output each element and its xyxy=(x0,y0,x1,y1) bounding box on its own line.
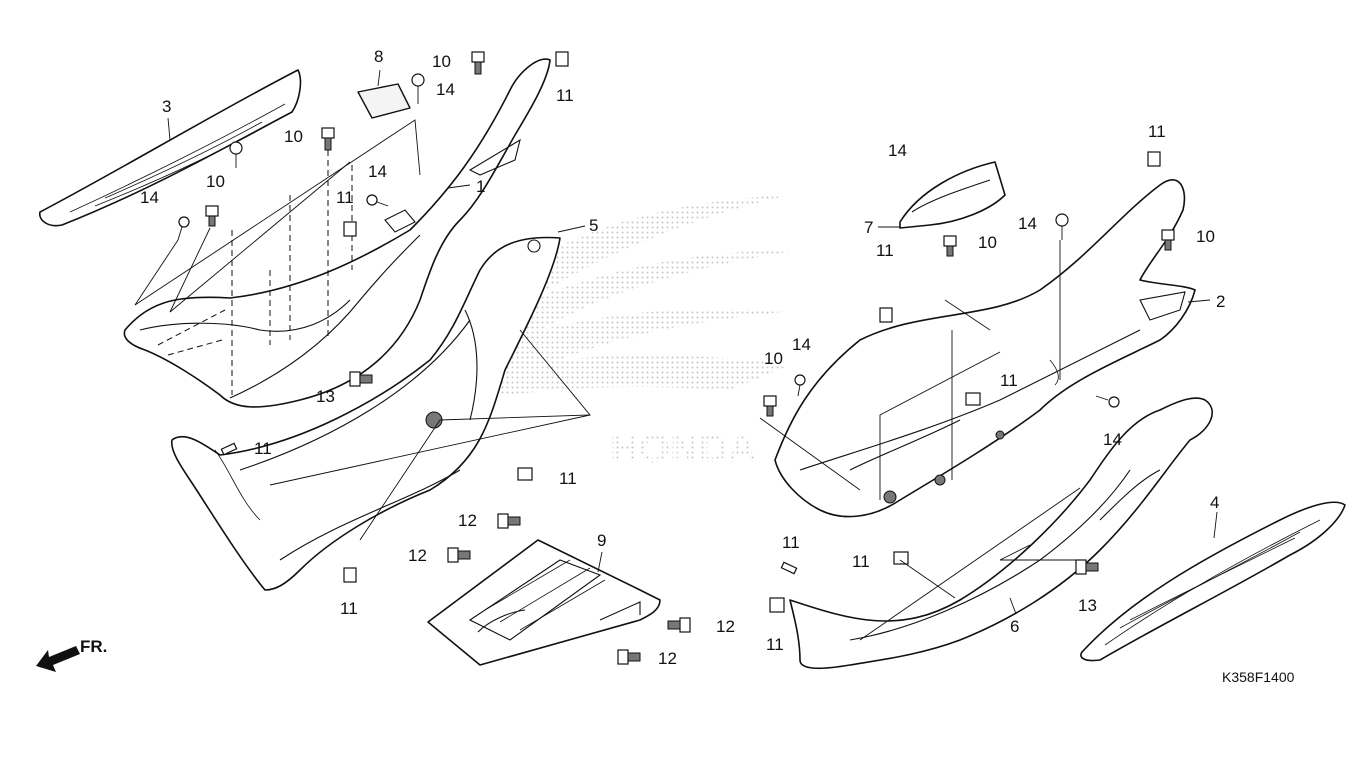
clip-11-g xyxy=(879,307,893,323)
callout-10: 10 xyxy=(764,349,783,368)
callout-11: 11 xyxy=(340,599,358,618)
callout-11: 11 xyxy=(1000,371,1018,390)
callout-leaders xyxy=(167,69,1218,615)
bolt-13-a xyxy=(349,371,373,387)
bolt-12-d xyxy=(617,649,641,665)
bolt-12-a xyxy=(497,513,521,529)
callout-7: 7 xyxy=(864,218,873,237)
bolt-10-f xyxy=(763,395,777,417)
clip-11-f xyxy=(1147,151,1161,167)
hardware xyxy=(177,51,1175,665)
clip-11-i xyxy=(893,551,909,565)
callout-2: 2 xyxy=(1216,292,1225,311)
callout-10: 10 xyxy=(206,172,225,191)
callout-13: 13 xyxy=(1078,596,1097,615)
clip-11-e xyxy=(343,567,357,583)
clip-11-b xyxy=(343,221,357,237)
callout-11: 11 xyxy=(254,439,272,458)
bolt-13-b xyxy=(1075,559,1099,575)
callout-4: 4 xyxy=(1210,493,1219,512)
callout-14: 14 xyxy=(1103,430,1122,449)
callout-11: 11 xyxy=(876,241,894,260)
callouts: 1 2 3 4 5 6 7 8 9 10 10 10 10 10 10 11 1… xyxy=(140,47,1225,668)
callout-11: 11 xyxy=(336,188,354,207)
honda-watermark-text: HONDA xyxy=(610,427,757,471)
diagram-code: K358F1400 xyxy=(1222,669,1295,685)
callout-12: 12 xyxy=(458,511,477,530)
callout-10: 10 xyxy=(432,52,451,71)
callout-14: 14 xyxy=(436,80,455,99)
bolt-10-a xyxy=(471,51,485,75)
screw-14-e xyxy=(1055,213,1069,240)
callout-1: 1 xyxy=(476,177,485,196)
clip-11-j xyxy=(780,561,798,575)
callout-14: 14 xyxy=(368,162,387,181)
callout-14: 14 xyxy=(792,335,811,354)
front-direction-arrow: FR. xyxy=(36,637,107,672)
callout-12: 12 xyxy=(716,617,735,636)
callout-11: 11 xyxy=(1148,122,1166,141)
callout-14: 14 xyxy=(140,188,159,207)
direction-label: FR. xyxy=(80,637,107,656)
screw-14-g xyxy=(1095,395,1120,408)
clip-11-a xyxy=(555,51,569,67)
bolt-10-e xyxy=(1161,229,1175,251)
callout-12: 12 xyxy=(658,649,677,668)
callout-5: 5 xyxy=(589,216,598,235)
screw-14-a xyxy=(411,73,425,104)
screw-14-f xyxy=(794,374,806,397)
center-cover-left xyxy=(123,58,551,408)
callout-11: 11 xyxy=(556,86,574,105)
callout-10: 10 xyxy=(978,233,997,252)
honda-wing-watermark: HONDA xyxy=(470,195,800,471)
bolt-10-c xyxy=(205,205,219,227)
bolt-12-b xyxy=(447,547,471,563)
floor-step-rubber-left xyxy=(38,69,302,227)
under-plate xyxy=(427,539,661,666)
callout-12: 12 xyxy=(408,546,427,565)
clip-11-k xyxy=(769,597,785,613)
under-cover-left xyxy=(170,236,561,591)
callout-10: 10 xyxy=(1196,227,1215,246)
clip-11-d xyxy=(517,467,533,481)
screw-14-d xyxy=(229,141,243,168)
floor-step-rubber-right xyxy=(1080,501,1346,662)
callout-13: 13 xyxy=(316,387,335,406)
cap-part-8 xyxy=(357,83,411,119)
under-cover-right xyxy=(789,397,1213,670)
callout-11: 11 xyxy=(559,469,577,488)
callout-9: 9 xyxy=(597,531,606,550)
callout-8: 8 xyxy=(374,47,383,66)
callout-14: 14 xyxy=(1018,214,1037,233)
clip-11-h xyxy=(965,392,981,406)
bolt-12-c xyxy=(667,617,691,633)
bolt-10-b xyxy=(321,127,335,151)
callout-3: 3 xyxy=(162,97,171,116)
assembly-lines xyxy=(134,119,1086,641)
callout-11: 11 xyxy=(852,552,870,571)
clip-11-c xyxy=(220,442,238,456)
bracket-part-7 xyxy=(899,161,1006,229)
screw-14-b xyxy=(366,194,389,207)
screw-14-c xyxy=(177,216,190,241)
callout-6: 6 xyxy=(1010,617,1019,636)
callout-14: 14 xyxy=(888,141,907,160)
bolt-10-d xyxy=(943,235,957,257)
callout-10: 10 xyxy=(284,127,303,146)
callout-11: 11 xyxy=(766,635,784,654)
callout-11: 11 xyxy=(782,533,800,552)
